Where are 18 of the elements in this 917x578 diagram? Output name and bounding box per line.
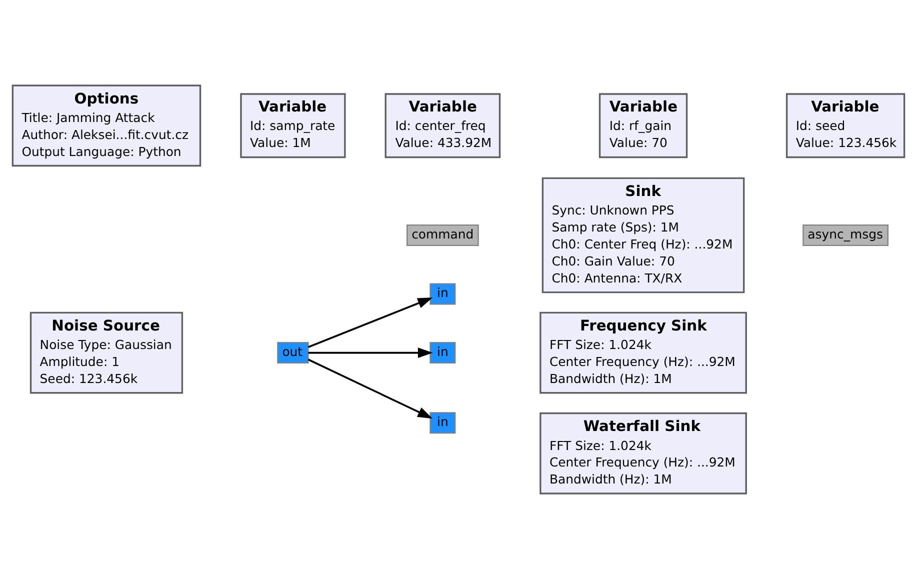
arrow — [308, 297, 433, 348]
node-box: async_msgs — [802, 224, 888, 246]
node-box: Variable Id: rf_gain Value: 70 — [598, 92, 688, 158]
node-box: Frequency Sink FFT Size: 1.024k Center Frequency (Hz): ...92M Bandwidth (Hz): 1M — [540, 311, 747, 394]
arrow — [308, 358, 433, 418]
node-box: in — [430, 412, 456, 434]
arrow — [308, 347, 433, 358]
node-box: Variable Id: center_freq Value: 433.92M — [384, 92, 501, 158]
node-box: Options Title: Jamming Attack Author: Aleksei...fit.cvut.cz Output Language: Python — [12, 84, 202, 166]
node-box: Sink Sync: Unknown PPS Samp rate (Sps): 1M Ch0: Center Freq (Hz): ...92M Ch0: Gain Value: 70 Ch0: Antenna: TX/RX — [542, 176, 745, 293]
node-box: out — [277, 342, 309, 364]
node-box: in — [430, 342, 456, 364]
node-box: in — [430, 282, 456, 304]
node-box: Variable Id: seed Value: 123.456k — [786, 92, 906, 158]
node-box: Waterfall Sink FFT Size: 1.024k Center Frequency (Hz): ...92M Bandwidth (Hz): 1M — [540, 412, 747, 494]
node-box: command — [406, 224, 479, 246]
node-box: Variable Id: samp_rate Value: 1M — [240, 92, 346, 158]
node-box: Noise Source Noise Type: Gaussian Amplitude: 1 Seed: 123.456k — [30, 311, 184, 394]
